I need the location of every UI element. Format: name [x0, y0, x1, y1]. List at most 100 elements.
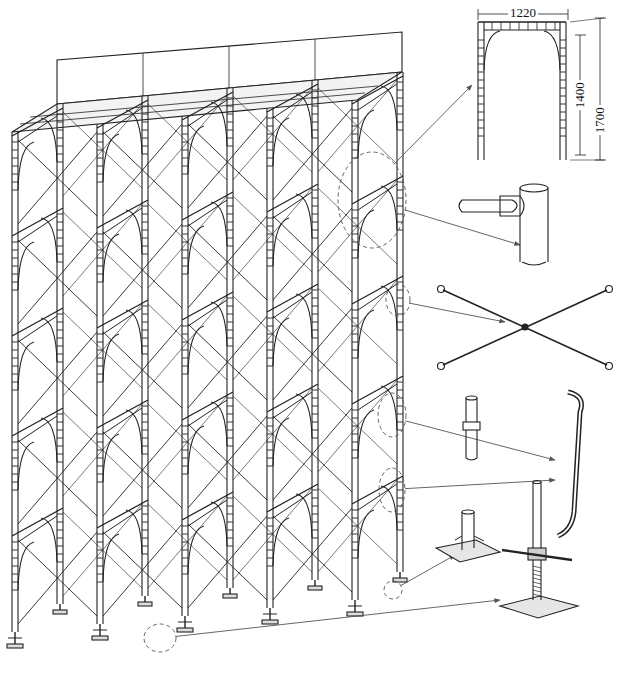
line-work	[97, 266, 103, 267]
callout-ellipse	[386, 284, 410, 316]
jack-plate	[500, 596, 578, 618]
line-work	[18, 440, 97, 516]
line-work	[227, 322, 233, 323]
line-work	[233, 188, 312, 280]
pin-collar	[463, 422, 480, 430]
line-work	[263, 614, 277, 615]
line-work	[318, 288, 397, 364]
line-work	[227, 246, 233, 247]
line-work	[142, 130, 148, 131]
line-work	[443, 290, 607, 365]
line-work	[103, 432, 182, 508]
tube-end	[462, 510, 474, 514]
line-work	[312, 522, 318, 523]
line-work	[12, 358, 18, 359]
line-work	[533, 594, 541, 596]
line-work	[296, 94, 312, 138]
line-work	[312, 538, 318, 539]
line-work	[560, 136, 566, 137]
line-work	[358, 184, 397, 210]
line-work	[142, 322, 148, 323]
line-work	[63, 404, 142, 496]
line-work	[267, 218, 273, 219]
line-work	[93, 630, 107, 631]
line-work	[126, 310, 142, 354]
line-work	[312, 398, 318, 399]
line-work	[312, 406, 318, 407]
line-work	[41, 418, 57, 462]
line-work	[63, 212, 142, 288]
line-work	[97, 442, 103, 443]
line-work	[97, 542, 103, 543]
line-work	[312, 530, 318, 531]
line-work	[41, 218, 57, 262]
line-work	[57, 338, 63, 339]
line-work	[267, 566, 273, 567]
line-work	[97, 566, 103, 567]
line-work	[483, 22, 484, 160]
line-work	[397, 414, 403, 415]
line-work	[12, 142, 18, 143]
line-work	[126, 210, 142, 254]
line-work	[273, 392, 312, 418]
line-work	[188, 524, 267, 600]
line-work	[267, 458, 273, 459]
line-work	[97, 474, 103, 475]
line-work	[352, 476, 403, 504]
line-work	[312, 238, 318, 239]
line-work	[318, 180, 397, 272]
line-work	[12, 542, 18, 543]
line-work	[399, 572, 400, 578]
line-work	[227, 122, 233, 123]
scaffold-drawing	[7, 9, 613, 652]
line-work	[12, 190, 18, 191]
line-work	[352, 276, 403, 304]
leader-arrow	[405, 210, 520, 245]
line-work	[267, 450, 273, 451]
line-work	[12, 182, 18, 183]
line-work	[57, 222, 63, 223]
line-work	[478, 136, 484, 137]
line-work	[57, 546, 63, 547]
line-work	[142, 138, 148, 139]
line-work	[148, 104, 227, 180]
line-work	[188, 316, 267, 408]
line-work	[273, 492, 312, 518]
line-work	[142, 406, 148, 407]
line-work	[227, 414, 233, 415]
line-work	[59, 604, 60, 610]
line-work	[233, 88, 312, 180]
line-work	[560, 96, 566, 97]
line-work	[229, 46, 230, 88]
line-work	[227, 130, 233, 131]
line-work	[178, 622, 192, 623]
line-work	[12, 150, 18, 151]
line-work	[57, 330, 63, 331]
line-work	[182, 574, 188, 575]
line-work	[312, 438, 318, 439]
line-work	[182, 374, 188, 375]
line-work	[57, 238, 63, 239]
line-work	[182, 92, 233, 120]
line-work	[520, 188, 548, 262]
line-work	[97, 466, 103, 467]
line-work	[57, 522, 63, 523]
line-work	[103, 208, 142, 234]
line-work	[459, 200, 517, 212]
line-work	[211, 102, 227, 146]
line-work	[182, 134, 188, 135]
line-work	[352, 376, 403, 404]
line-work	[63, 412, 142, 488]
line-work	[12, 490, 18, 491]
line-work	[126, 510, 142, 554]
line-work	[568, 9, 569, 20]
line-work	[544, 31, 560, 70]
line-work	[560, 72, 566, 73]
line-work	[126, 410, 142, 454]
line-work	[57, 446, 63, 447]
line-work	[57, 554, 63, 555]
line-work	[18, 116, 57, 142]
line-work	[97, 458, 103, 459]
line-work	[103, 332, 182, 408]
line-work	[148, 204, 227, 280]
